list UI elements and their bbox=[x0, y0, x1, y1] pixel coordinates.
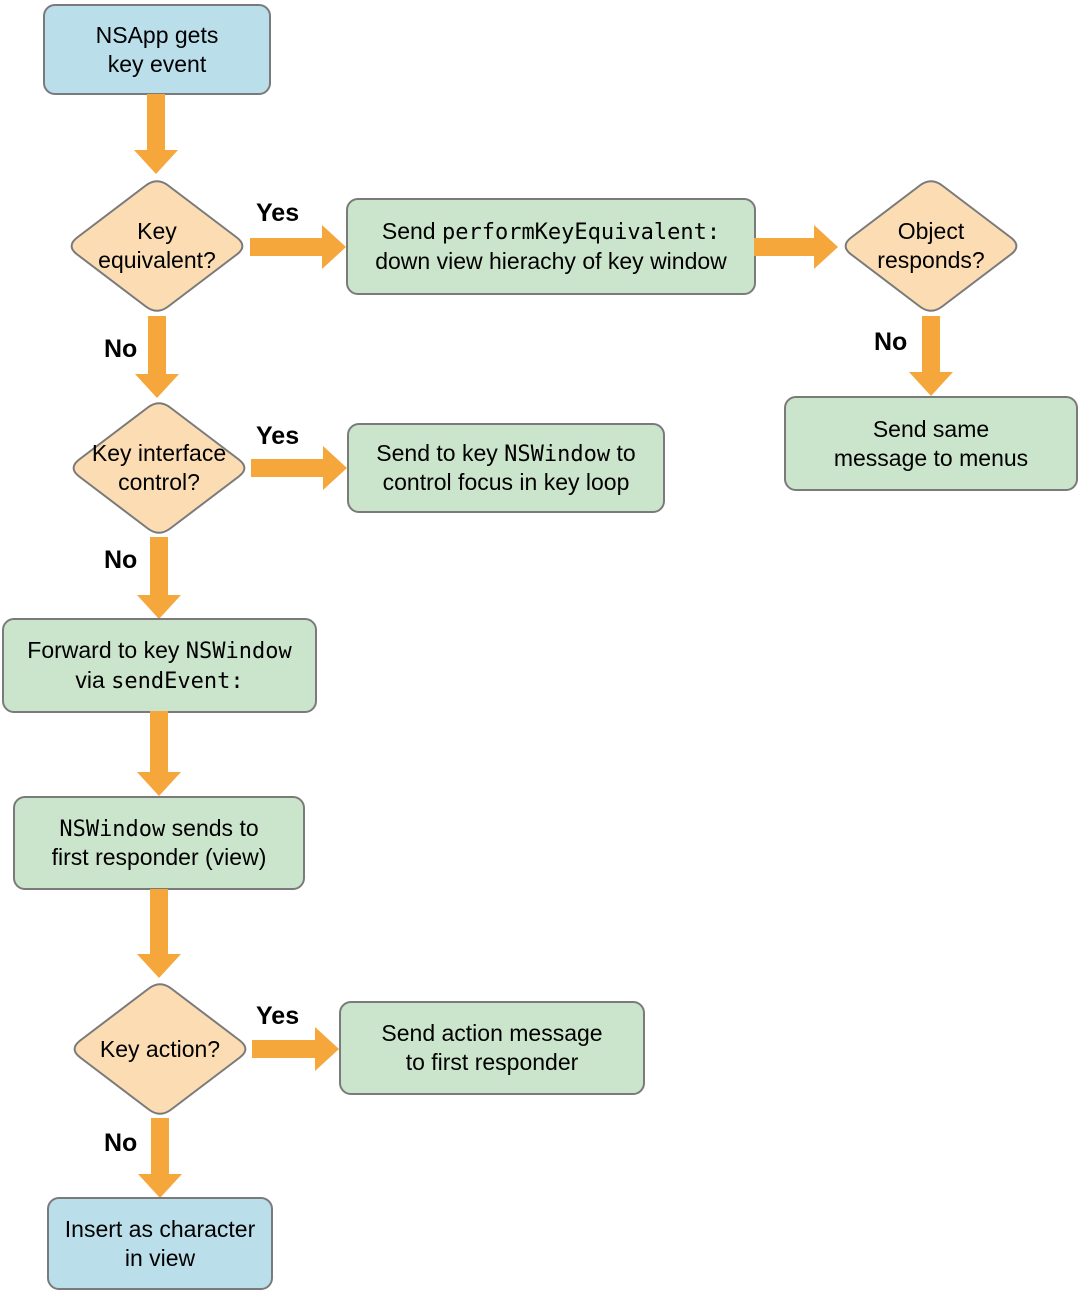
node-forward-to-key-nswindow: Forward to key NSWindow via sendEvent: bbox=[2, 618, 317, 713]
arrow-shaft bbox=[150, 711, 168, 773]
edge-label-no-object-responds: No bbox=[874, 328, 908, 356]
arrow-key-interface-control-no bbox=[137, 537, 181, 619]
arrow-key-interface-control-yes bbox=[251, 446, 347, 490]
node-key-action: Key action? bbox=[67, 978, 253, 1120]
diamond-shape bbox=[73, 983, 247, 1115]
diamond-shape bbox=[72, 402, 246, 534]
node-label: Send action message to first responder bbox=[381, 1020, 603, 1075]
arrow-key-action-yes bbox=[252, 1027, 339, 1071]
node-label: Send to key NSWindow to control focus in… bbox=[376, 439, 636, 496]
arrow-head bbox=[137, 595, 181, 619]
arrow-head bbox=[323, 446, 347, 490]
arrow-shaft bbox=[251, 459, 324, 477]
node-nswindow-sends-to-first-responder: NSWindow sends to first responder (view) bbox=[13, 796, 305, 890]
arrow-shaft bbox=[250, 238, 323, 256]
node-label: NSWindow sends to first responder (view) bbox=[51, 814, 267, 871]
node-label: Send same message to menus bbox=[833, 415, 1029, 471]
arrow-key-equivalent-yes bbox=[250, 225, 346, 269]
arrow-perform-to-object-responds bbox=[754, 225, 838, 269]
arrow-head bbox=[134, 150, 178, 174]
edge-label-no-key-interface-control: No bbox=[104, 546, 138, 574]
arrow-shaft bbox=[148, 316, 166, 375]
arrow-head bbox=[137, 954, 181, 978]
edge-label-yes-key-action: Yes bbox=[256, 1002, 300, 1030]
node-perform-key-equivalent: Send performKeyEquivalent: down view hie… bbox=[346, 198, 756, 295]
arrow-head bbox=[137, 772, 181, 796]
node-label: Forward to key NSWindow via sendEvent: bbox=[27, 636, 292, 694]
edge-label-yes-key-interface-control: Yes bbox=[256, 422, 300, 450]
arrow-start-to-key-equivalent bbox=[134, 94, 178, 174]
node-label: Key interface control? bbox=[91, 440, 227, 495]
arrow-nswindow-sends-to-key-action bbox=[137, 889, 181, 978]
edge-label-no-key-action: No bbox=[104, 1129, 138, 1157]
arrow-object-responds-no bbox=[909, 316, 953, 396]
arrow-head bbox=[322, 225, 346, 269]
node-send-to-key-nswindow: Send to key NSWindow to control focus in… bbox=[347, 423, 665, 513]
arrow-shaft bbox=[252, 1040, 316, 1058]
node-insert-as-character: Insert as character in view bbox=[47, 1197, 273, 1290]
arrow-forward-to-nswindow-sends bbox=[137, 711, 181, 796]
edge-label-no-key-equivalent: No bbox=[104, 335, 138, 363]
arrow-head bbox=[138, 1174, 182, 1198]
node-key-interface-control: Key interface control? bbox=[66, 397, 252, 539]
node-send-same-message-to-menus: Send same message to menus bbox=[784, 396, 1078, 491]
arrow-shaft bbox=[147, 94, 165, 151]
arrow-shaft bbox=[150, 537, 168, 596]
node-label: Send performKeyEquivalent: down view hie… bbox=[375, 218, 727, 274]
arrow-head bbox=[135, 374, 179, 398]
node-object-responds: Object responds? bbox=[838, 175, 1024, 317]
node-label: Key action? bbox=[99, 1035, 221, 1062]
diamond-shape bbox=[70, 180, 244, 312]
arrow-head bbox=[909, 372, 953, 396]
arrow-shaft bbox=[150, 889, 168, 955]
arrow-head bbox=[315, 1027, 339, 1071]
node-label: Key equivalent? bbox=[98, 218, 216, 273]
node-label: Insert as character in view bbox=[64, 1215, 256, 1271]
arrow-key-equivalent-no bbox=[135, 316, 179, 398]
diamond-shape bbox=[844, 180, 1018, 312]
arrow-shaft bbox=[922, 316, 940, 373]
edge-label-yes-key-equivalent: Yes bbox=[256, 199, 300, 227]
arrow-key-action-no bbox=[138, 1118, 182, 1198]
arrow-head bbox=[814, 225, 838, 269]
node-nsapp-gets-key-event: NSApp gets key event bbox=[43, 4, 271, 95]
node-label: Object responds? bbox=[877, 218, 985, 273]
node-send-action-message: Send action message to first responder bbox=[339, 1001, 645, 1095]
arrow-shaft bbox=[754, 238, 815, 256]
node-label: NSApp gets key event bbox=[95, 21, 219, 77]
arrow-shaft bbox=[151, 1118, 169, 1175]
node-key-equivalent: Key equivalent? bbox=[64, 175, 250, 317]
